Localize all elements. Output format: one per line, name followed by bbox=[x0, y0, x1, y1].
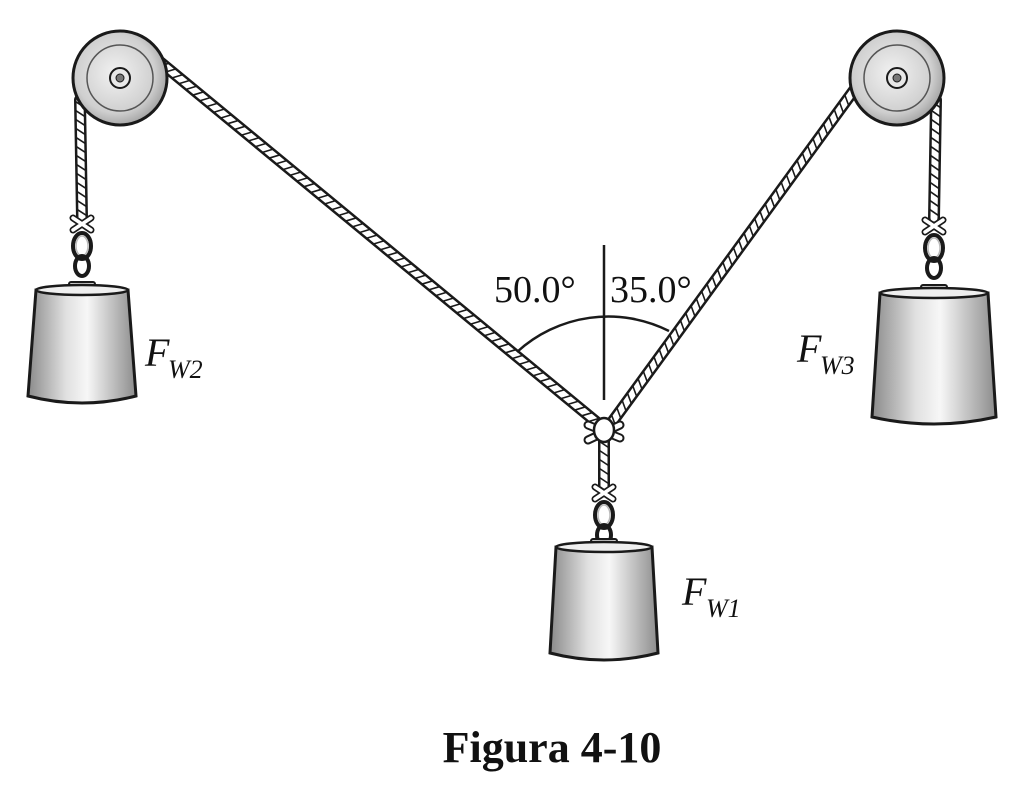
pulley-right bbox=[848, 29, 946, 127]
pulley-left bbox=[71, 29, 169, 127]
angle-label-right: 35.0° bbox=[610, 269, 692, 311]
weight-subscript: W2 bbox=[168, 355, 203, 384]
weight-icon bbox=[548, 483, 660, 662]
weight-subscript: W1 bbox=[706, 594, 741, 623]
rope-icon bbox=[598, 434, 610, 496]
weight-label-w1: F W1 bbox=[681, 569, 741, 623]
angle-arc bbox=[516, 315, 670, 353]
weights bbox=[26, 214, 998, 662]
figure-caption: Figura 4-10 bbox=[443, 723, 662, 772]
angle-label-left: 50.0° bbox=[494, 269, 576, 311]
rope-icon bbox=[604, 76, 866, 431]
weight-label-w3: F W3 bbox=[796, 326, 855, 380]
weight-icon bbox=[870, 216, 998, 426]
weight-subscript: W3 bbox=[820, 351, 855, 380]
rope-icon bbox=[74, 94, 88, 224]
pulley-icon bbox=[71, 29, 169, 127]
weight-icon bbox=[26, 214, 138, 405]
rope-icon bbox=[154, 56, 606, 431]
weight-label-w2: F W2 bbox=[144, 330, 203, 384]
ropes bbox=[74, 56, 942, 496]
chain-link-icon bbox=[71, 231, 93, 278]
weight-symbol: F bbox=[796, 326, 822, 371]
knot-icon bbox=[583, 416, 625, 445]
weight-symbol: F bbox=[144, 330, 170, 375]
pulley-icon bbox=[848, 29, 946, 127]
rope-icon bbox=[928, 94, 942, 224]
weight-symbol: F bbox=[681, 569, 707, 614]
chain-link-icon bbox=[923, 233, 945, 280]
